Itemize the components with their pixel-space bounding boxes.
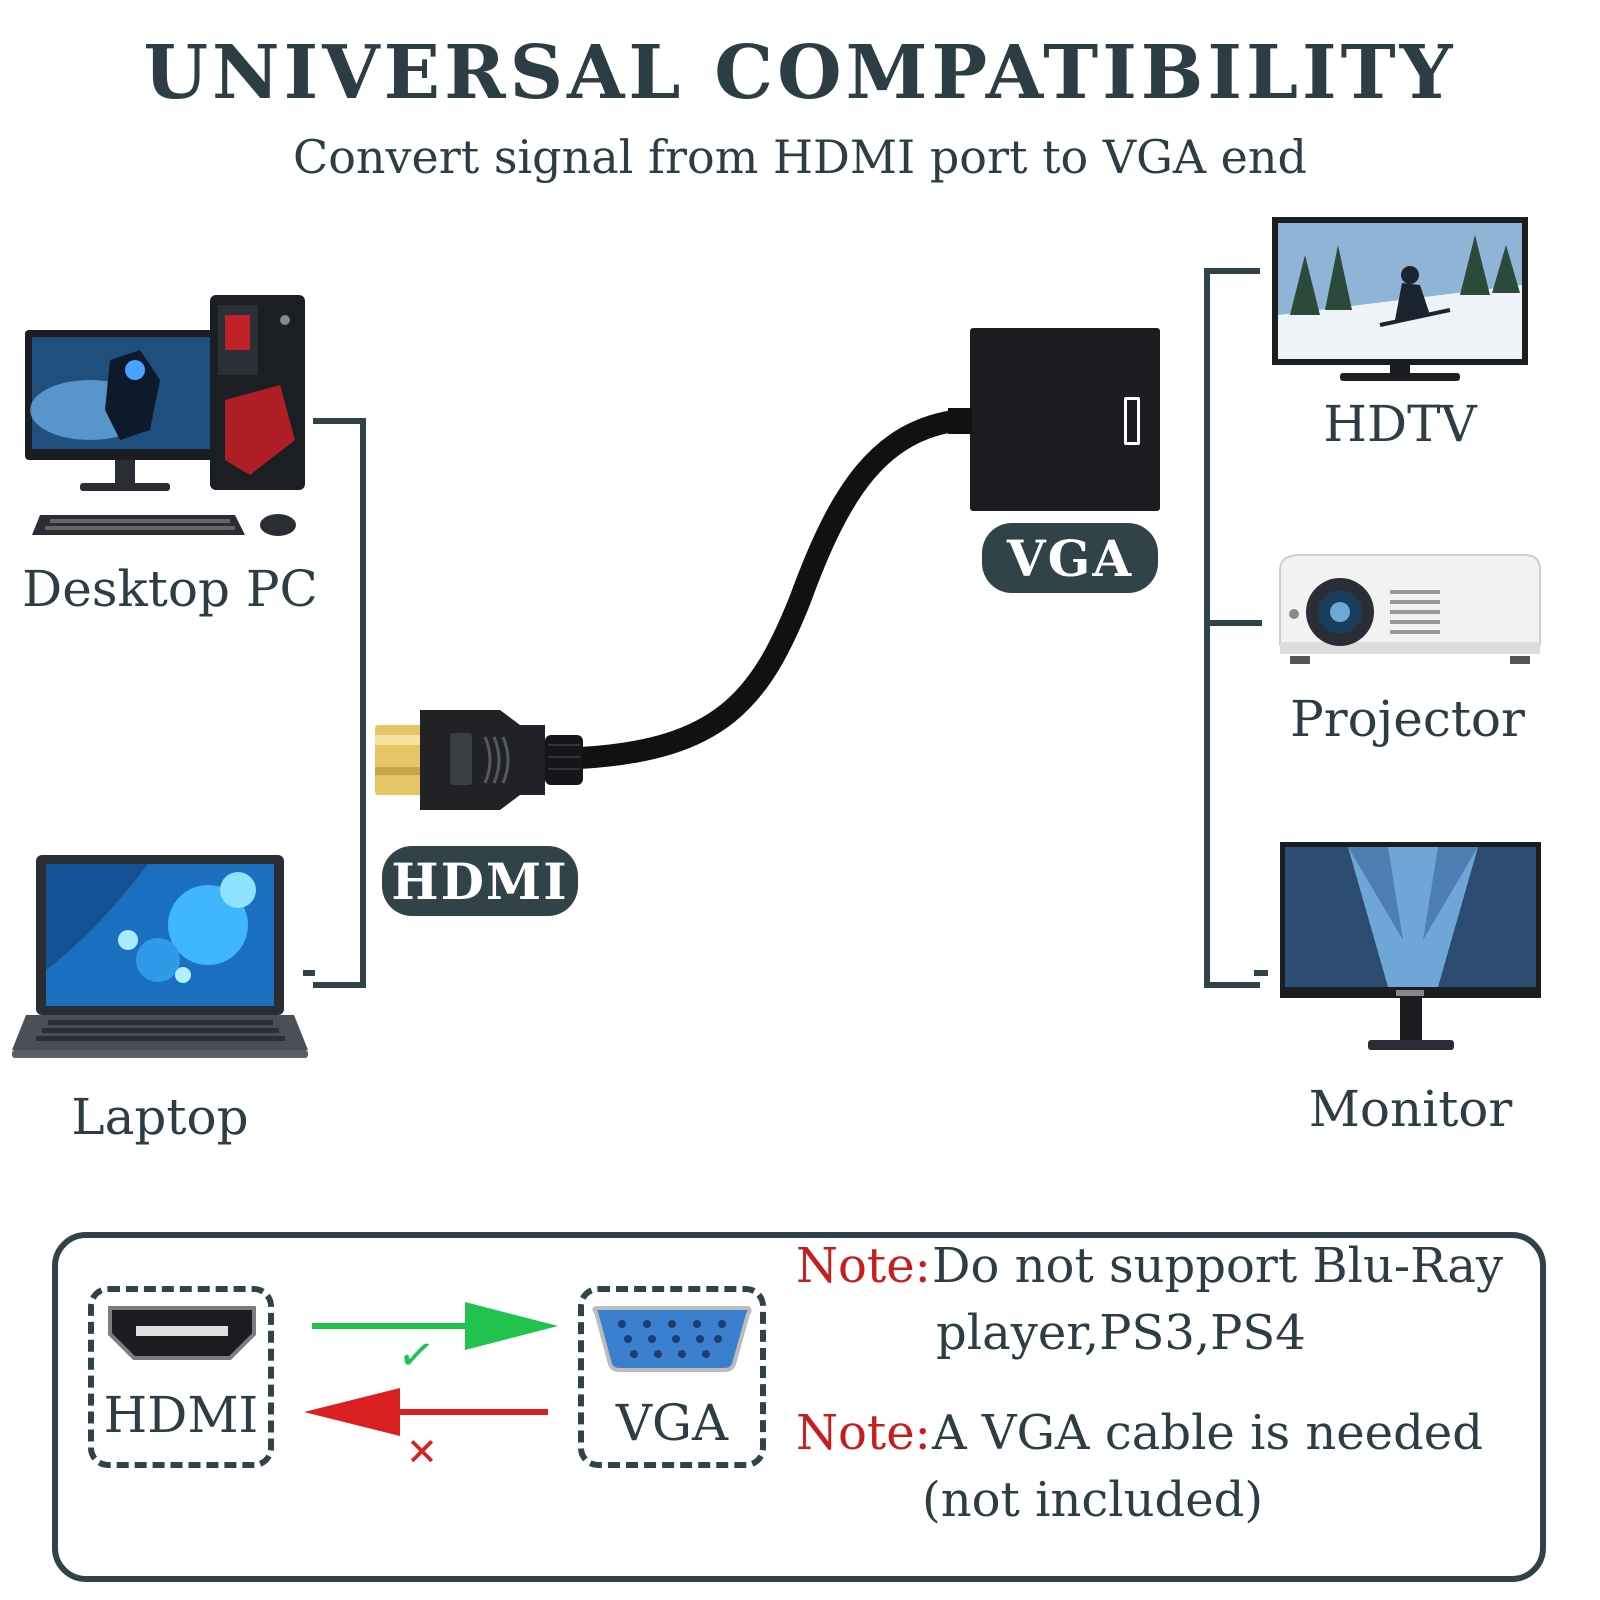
hdmi-plug-icon [375, 710, 583, 810]
note-1-line-1: Do not support Blu-Ray [932, 1238, 1504, 1294]
green-arrow-icon [465, 1302, 558, 1350]
vga-port-box [578, 1286, 766, 1468]
display-bracket-middle-arm [1204, 620, 1262, 626]
cross-mark-icon: ✕ [406, 1430, 438, 1474]
note-1-line-2: player,PS3,PS4 [936, 1305, 1306, 1361]
note-2-line-1: A VGA cable is needed [932, 1405, 1483, 1461]
desktop-pc-label: Desktop PC [22, 560, 318, 618]
projector-label: Projector [1290, 690, 1525, 748]
source-bracket [313, 418, 366, 988]
red-arrow-icon [304, 1388, 400, 1436]
monitor-label: Monitor [1308, 1080, 1513, 1138]
laptop-label: Laptop [71, 1088, 249, 1146]
hdtv-icon [1272, 217, 1528, 381]
hdmi-port-label: HDMI [103, 1386, 259, 1444]
note-2-prefix: Note: [796, 1405, 931, 1461]
conversion-arrows [304, 1302, 558, 1436]
page-title: UNIVERSAL COMPATIBILITY [143, 30, 1457, 116]
hdmi-port-icon [108, 1306, 256, 1360]
check-mark-icon: ✓ [394, 1327, 439, 1384]
compatibility-note-panel [52, 1232, 1546, 1582]
monitor-icon [1280, 842, 1541, 1050]
source-bracket-lower-arm [303, 970, 315, 976]
display-bracket [1204, 268, 1260, 988]
adapter-cable [569, 409, 971, 769]
note-2-line-2: (not included) [922, 1472, 1264, 1528]
hdmi-port-box [88, 1286, 274, 1468]
projector-icon [1279, 554, 1541, 664]
vga-port-label: VGA [615, 1394, 729, 1452]
vga-port-icon [592, 1306, 752, 1372]
vga-pill-label: VGA [982, 523, 1158, 593]
display-bracket-lower-arm [1254, 970, 1268, 976]
desktop-pc-icon [25, 295, 305, 536]
page-subtitle: Convert signal from HDMI port to VGA end [293, 130, 1307, 184]
vga-adapter-led-icon [1124, 397, 1140, 445]
laptop-icon [12, 855, 308, 1058]
vga-adapter-neck [948, 408, 972, 434]
hdtv-label: HDTV [1323, 395, 1477, 453]
note-1-prefix: Note: [796, 1238, 931, 1294]
vga-adapter-box [970, 328, 1160, 511]
hdmi-pill-label: HDMI [382, 846, 578, 916]
